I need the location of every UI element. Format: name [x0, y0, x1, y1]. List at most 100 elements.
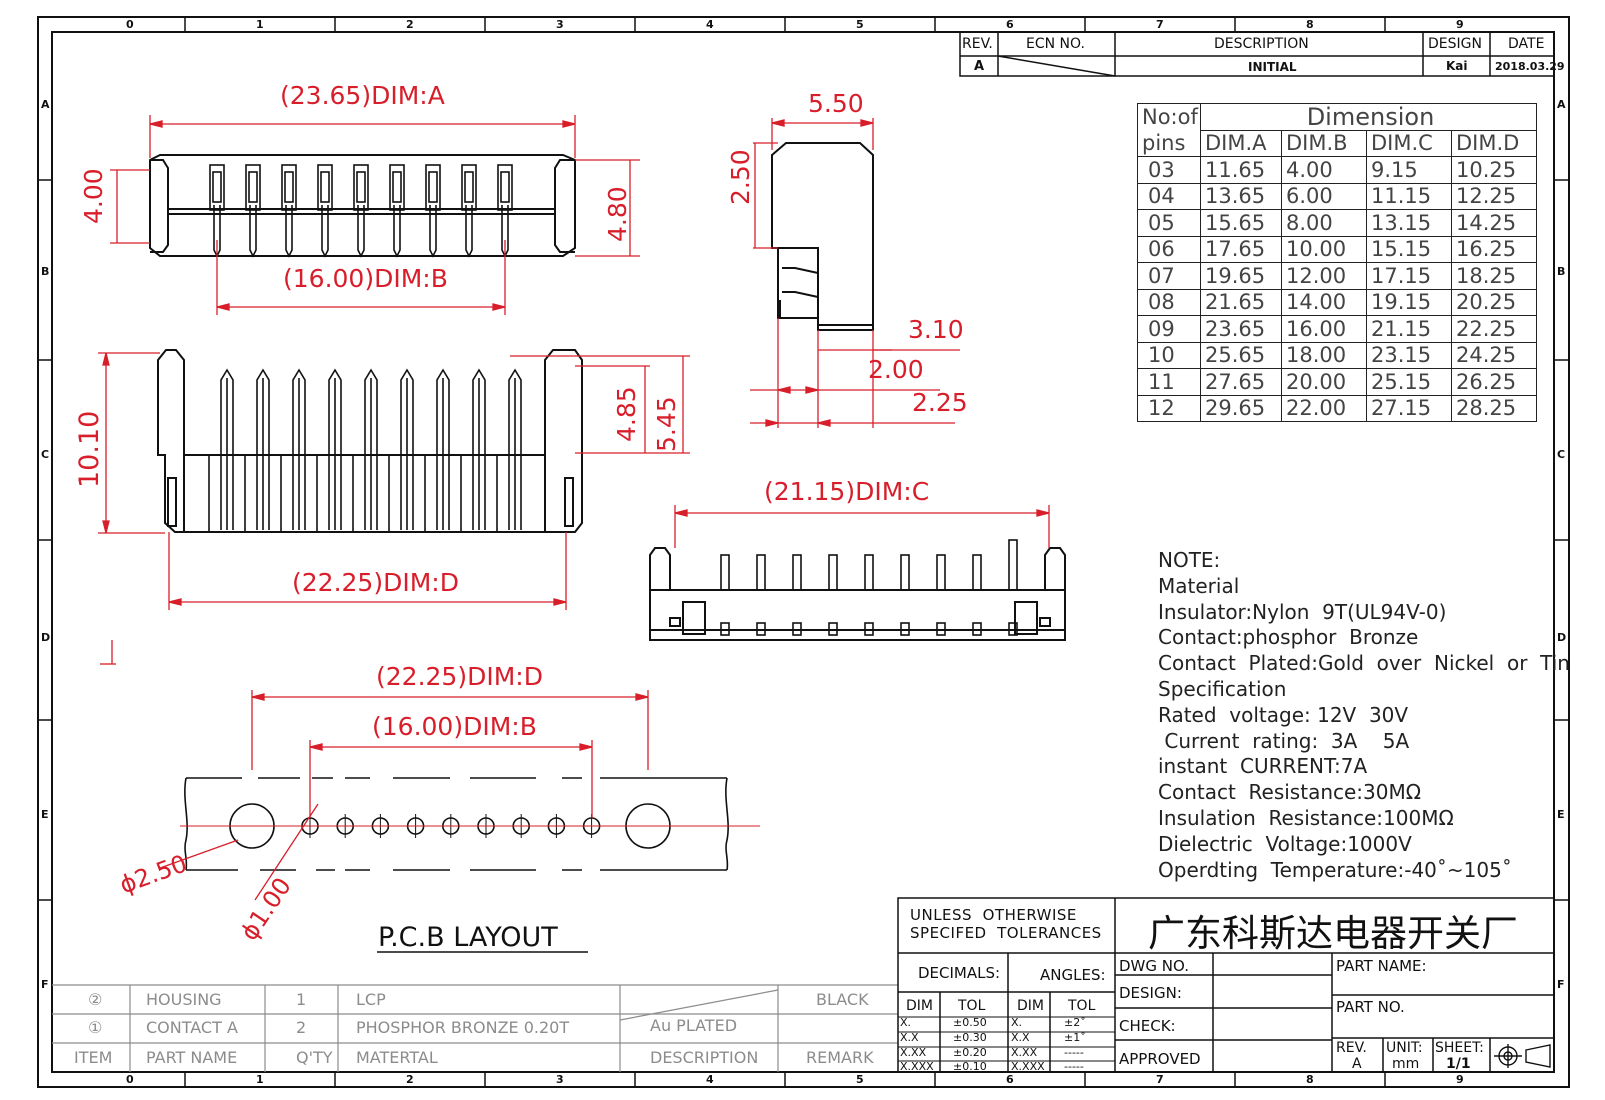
bottom-view-pin	[756, 554, 766, 636]
third-angle-projection-icon	[1494, 1044, 1551, 1068]
side-view	[771, 142, 874, 331]
rev-value: A	[974, 59, 985, 74]
bom-remark: BLACK	[816, 990, 869, 1009]
dimension-cell: 22.00	[1281, 394, 1367, 422]
pcb-layout	[184, 777, 729, 871]
dimension-cell: 25.15	[1366, 368, 1452, 396]
dimension-cell: 29.65	[1200, 394, 1282, 422]
bottom-view-pin	[792, 554, 802, 636]
dimension-cell: 10.25	[1451, 156, 1537, 184]
unit-value: mm	[1392, 1056, 1420, 1072]
dimension-column-header: DIM.D	[1451, 129, 1537, 157]
front-view-pin	[280, 368, 306, 532]
dimension-cell: 05	[1137, 209, 1201, 237]
dimension-cell: 11	[1137, 368, 1201, 396]
note-line: Material	[1158, 573, 1240, 598]
grid-column-label: 8	[1306, 18, 1314, 31]
grid-column-label: 4	[706, 18, 714, 31]
dimension-cell: 18.25	[1451, 262, 1537, 290]
dimension-cell: 16.25	[1451, 235, 1537, 263]
angle-dim: X.X	[1011, 1031, 1030, 1044]
side-top-label: 2.50	[726, 149, 755, 205]
design-label: DESIGN:	[1119, 984, 1182, 1002]
bottom-view	[649, 547, 1066, 641]
dimension-cell: 19.15	[1366, 288, 1452, 316]
dimension-column-header: DIM.B	[1281, 129, 1367, 157]
bom-header-material: MATERTAL	[356, 1048, 438, 1067]
dimension-cell: 04	[1137, 182, 1201, 210]
ecn-header: ECN NO.	[1026, 36, 1085, 52]
angle-tol: -----	[1064, 1060, 1084, 1073]
dimension-cell: 28.25	[1451, 394, 1537, 422]
dimension-cell: 25.65	[1200, 341, 1282, 369]
dimension-cell: 12.00	[1281, 262, 1367, 290]
decimal-dim: X.	[900, 1016, 912, 1029]
grid-column-label: 9	[1456, 1073, 1464, 1086]
top-view-pin	[317, 164, 333, 258]
bom-material: LCP	[356, 990, 386, 1009]
decimal-tol: ±0.10	[953, 1060, 987, 1073]
note-line: Contact:phosphor Bronze	[1158, 625, 1419, 650]
rev-header: REV.	[962, 36, 993, 52]
top-view-pin	[245, 164, 261, 258]
dimension-cell: 21.15	[1366, 315, 1452, 343]
decimal-tol: ±0.30	[953, 1031, 987, 1044]
decimal-dim-header: DIM	[906, 998, 933, 1014]
approved-label: APPROVED	[1119, 1050, 1201, 1068]
rev-value-title: A	[1352, 1056, 1362, 1072]
angles-label: ANGLES:	[1040, 966, 1106, 984]
dimension-cell: 14.00	[1281, 288, 1367, 316]
dimension-cell: 19.65	[1200, 262, 1282, 290]
bom-header-description: DESCRIPTION	[650, 1048, 759, 1067]
bottom-view-pin	[1008, 539, 1018, 636]
decimals-label: DECIMALS:	[918, 964, 1001, 982]
grid-column-label: 1	[256, 18, 264, 31]
bom-item: ①	[88, 1018, 103, 1037]
sheet-value: 1/1	[1446, 1056, 1471, 1072]
bottom-view-pins	[720, 539, 1018, 636]
bom-item: ②	[88, 990, 103, 1009]
grid-column-label: 3	[556, 1073, 564, 1086]
grid-row-label: E	[41, 808, 49, 821]
pcb-dim-b-label: (16.00)DIM:B	[372, 712, 537, 741]
grid-column-label: 1	[256, 1073, 264, 1086]
grid-column-label: 7	[1156, 1073, 1164, 1086]
grid-row-label: C	[1557, 448, 1566, 461]
top-view-pin	[389, 164, 405, 258]
dimension-cell: 13.15	[1366, 209, 1452, 237]
front-view-pin	[208, 368, 234, 532]
note-line: NOTE:	[1158, 548, 1221, 572]
front-h2-label: 5.45	[652, 396, 681, 452]
decimal-dim: X.XXX	[900, 1060, 934, 1073]
dimension-cell: 20.00	[1281, 368, 1367, 396]
side-d3-label: 2.25	[912, 388, 968, 417]
grid-column-label: 4	[706, 1073, 714, 1086]
top-view-pin	[353, 164, 369, 258]
grid-column-label: 5	[856, 18, 864, 31]
note-line: Current rating: 3A 5A	[1158, 728, 1410, 753]
tolerance-title: UNLESS OTHERWISE SPECIFED TOLERANCES	[910, 906, 1102, 942]
bottom-view-pin	[900, 554, 910, 636]
front-view-pin	[244, 368, 270, 532]
check-label: CHECK:	[1119, 1017, 1176, 1035]
front-view-pin	[496, 368, 522, 532]
dimension-cell: 21.65	[1200, 288, 1282, 316]
dimension-cell: 16.00	[1281, 315, 1367, 343]
pcb-layout-title: P.C.B LAYOUT	[378, 922, 558, 953]
note-line: Rated voltage: 12V 30V	[1158, 702, 1409, 727]
bottom-view-pin	[972, 554, 982, 636]
grid-row-label: A	[41, 98, 50, 111]
grid-column-label: 5	[856, 1073, 864, 1086]
bom-header-remark: REMARK	[806, 1048, 874, 1067]
dim-b-label-top: (16.00)DIM:B	[283, 264, 448, 293]
dimension-cell: 8.00	[1281, 209, 1367, 237]
side-d2-label: 2.00	[868, 355, 924, 384]
dimension-cell: 24.25	[1451, 341, 1537, 369]
